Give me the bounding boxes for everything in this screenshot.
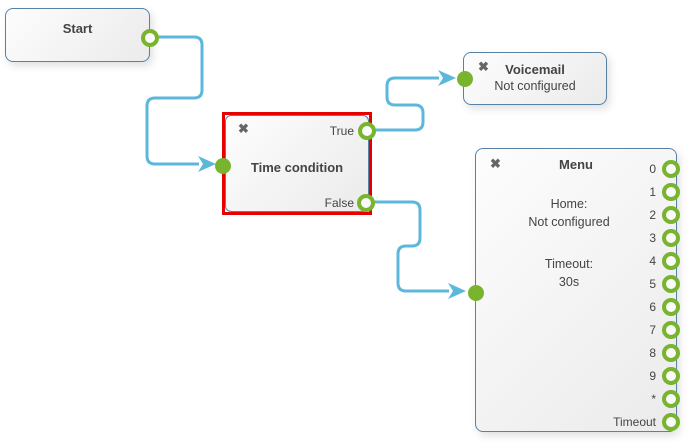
menu-timeout-label: Timeout: xyxy=(544,257,594,271)
close-icon[interactable]: ✖ xyxy=(478,59,489,74)
menu-input-port[interactable] xyxy=(468,285,484,301)
menu-output-port-6[interactable]: 6 xyxy=(476,298,680,316)
port-ring-icon[interactable] xyxy=(662,321,680,339)
connection-start-to-timecondition[interactable] xyxy=(145,35,216,172)
menu-output-port-2[interactable]: 2 xyxy=(476,206,680,224)
connection-false-to-menu[interactable] xyxy=(374,200,466,299)
port-label: 8 xyxy=(649,346,656,360)
menu-output-port-0[interactable]: 0 xyxy=(476,160,680,178)
port-label: 2 xyxy=(649,208,656,222)
output-label-true: True xyxy=(329,124,354,138)
port-label: 1 xyxy=(649,185,656,199)
port-ring-icon[interactable] xyxy=(662,298,680,316)
menu-output-port-4[interactable]: 4 xyxy=(476,252,680,270)
menu-output-port-5[interactable]: 5 xyxy=(476,275,680,293)
output-label-false: False xyxy=(324,196,354,210)
node-title: Time condition xyxy=(250,160,344,175)
menu-output-port-3[interactable]: 3 xyxy=(476,229,680,247)
menu-settings: Home: Not configured Timeout: 30s xyxy=(476,195,662,291)
port-ring-icon[interactable] xyxy=(662,275,680,293)
menu-output-port-7[interactable]: 7 xyxy=(476,321,680,339)
arrowhead-icon xyxy=(448,283,466,299)
node-title: Voicemail xyxy=(505,62,565,77)
arrowhead-icon xyxy=(198,156,216,172)
port-label: 3 xyxy=(649,231,656,245)
port-ring-icon[interactable] xyxy=(662,183,680,201)
connection-true-to-voicemail[interactable] xyxy=(375,70,456,132)
node-time-condition[interactable]: ✖ Time condition True False xyxy=(215,115,376,212)
port-ring-icon[interactable] xyxy=(662,390,680,408)
port-ring-icon[interactable] xyxy=(662,344,680,362)
close-icon[interactable]: ✖ xyxy=(490,156,501,171)
port-ring-icon[interactable] xyxy=(662,252,680,270)
menu-output-port-timeout[interactable]: Timeout xyxy=(476,413,680,431)
port-ring-icon[interactable] xyxy=(662,160,680,178)
port-label: 7 xyxy=(649,323,656,337)
port-ring-icon[interactable] xyxy=(662,229,680,247)
port-label: Timeout xyxy=(613,415,656,429)
node-menu[interactable]: ✖ Menu Home: Not configured Timeout: 30s… xyxy=(468,148,680,432)
timecondition-false-output-port[interactable] xyxy=(357,194,375,212)
port-ring-icon[interactable] xyxy=(662,367,680,385)
port-label: 9 xyxy=(649,369,656,383)
node-title: Start xyxy=(62,21,93,36)
menu-output-port-1[interactable]: 1 xyxy=(476,183,680,201)
node-voicemail[interactable]: ✖ Voicemail Not configured xyxy=(457,52,607,105)
close-icon[interactable]: ✖ xyxy=(238,121,249,136)
menu-output-port-9[interactable]: 9 xyxy=(476,367,680,385)
timecondition-input-port[interactable] xyxy=(215,158,231,174)
start-output-port[interactable] xyxy=(141,29,159,47)
port-label: 5 xyxy=(649,277,656,291)
port-label: 0 xyxy=(649,162,656,176)
selection-highlight: ✖ Time condition True False xyxy=(215,112,376,215)
voicemail-input-port[interactable] xyxy=(457,71,473,87)
arrowhead-icon xyxy=(438,70,456,86)
port-label: 4 xyxy=(649,254,656,268)
menu-output-port-8[interactable]: 8 xyxy=(476,344,680,362)
timecondition-true-output-port[interactable] xyxy=(358,122,376,140)
menu-output-port-star[interactable]: * xyxy=(476,390,680,408)
node-status: Not configured xyxy=(494,79,576,93)
node-start[interactable]: Start xyxy=(5,8,159,62)
menu-timeout-value: 30s xyxy=(558,275,580,289)
port-ring-icon[interactable] xyxy=(662,413,680,431)
port-ring-icon[interactable] xyxy=(662,206,680,224)
menu-home-value: Not configured xyxy=(528,215,610,229)
node-title: Menu xyxy=(559,157,593,172)
port-label: * xyxy=(651,392,656,406)
port-label: 6 xyxy=(649,300,656,314)
menu-home-label: Home: xyxy=(550,197,588,211)
